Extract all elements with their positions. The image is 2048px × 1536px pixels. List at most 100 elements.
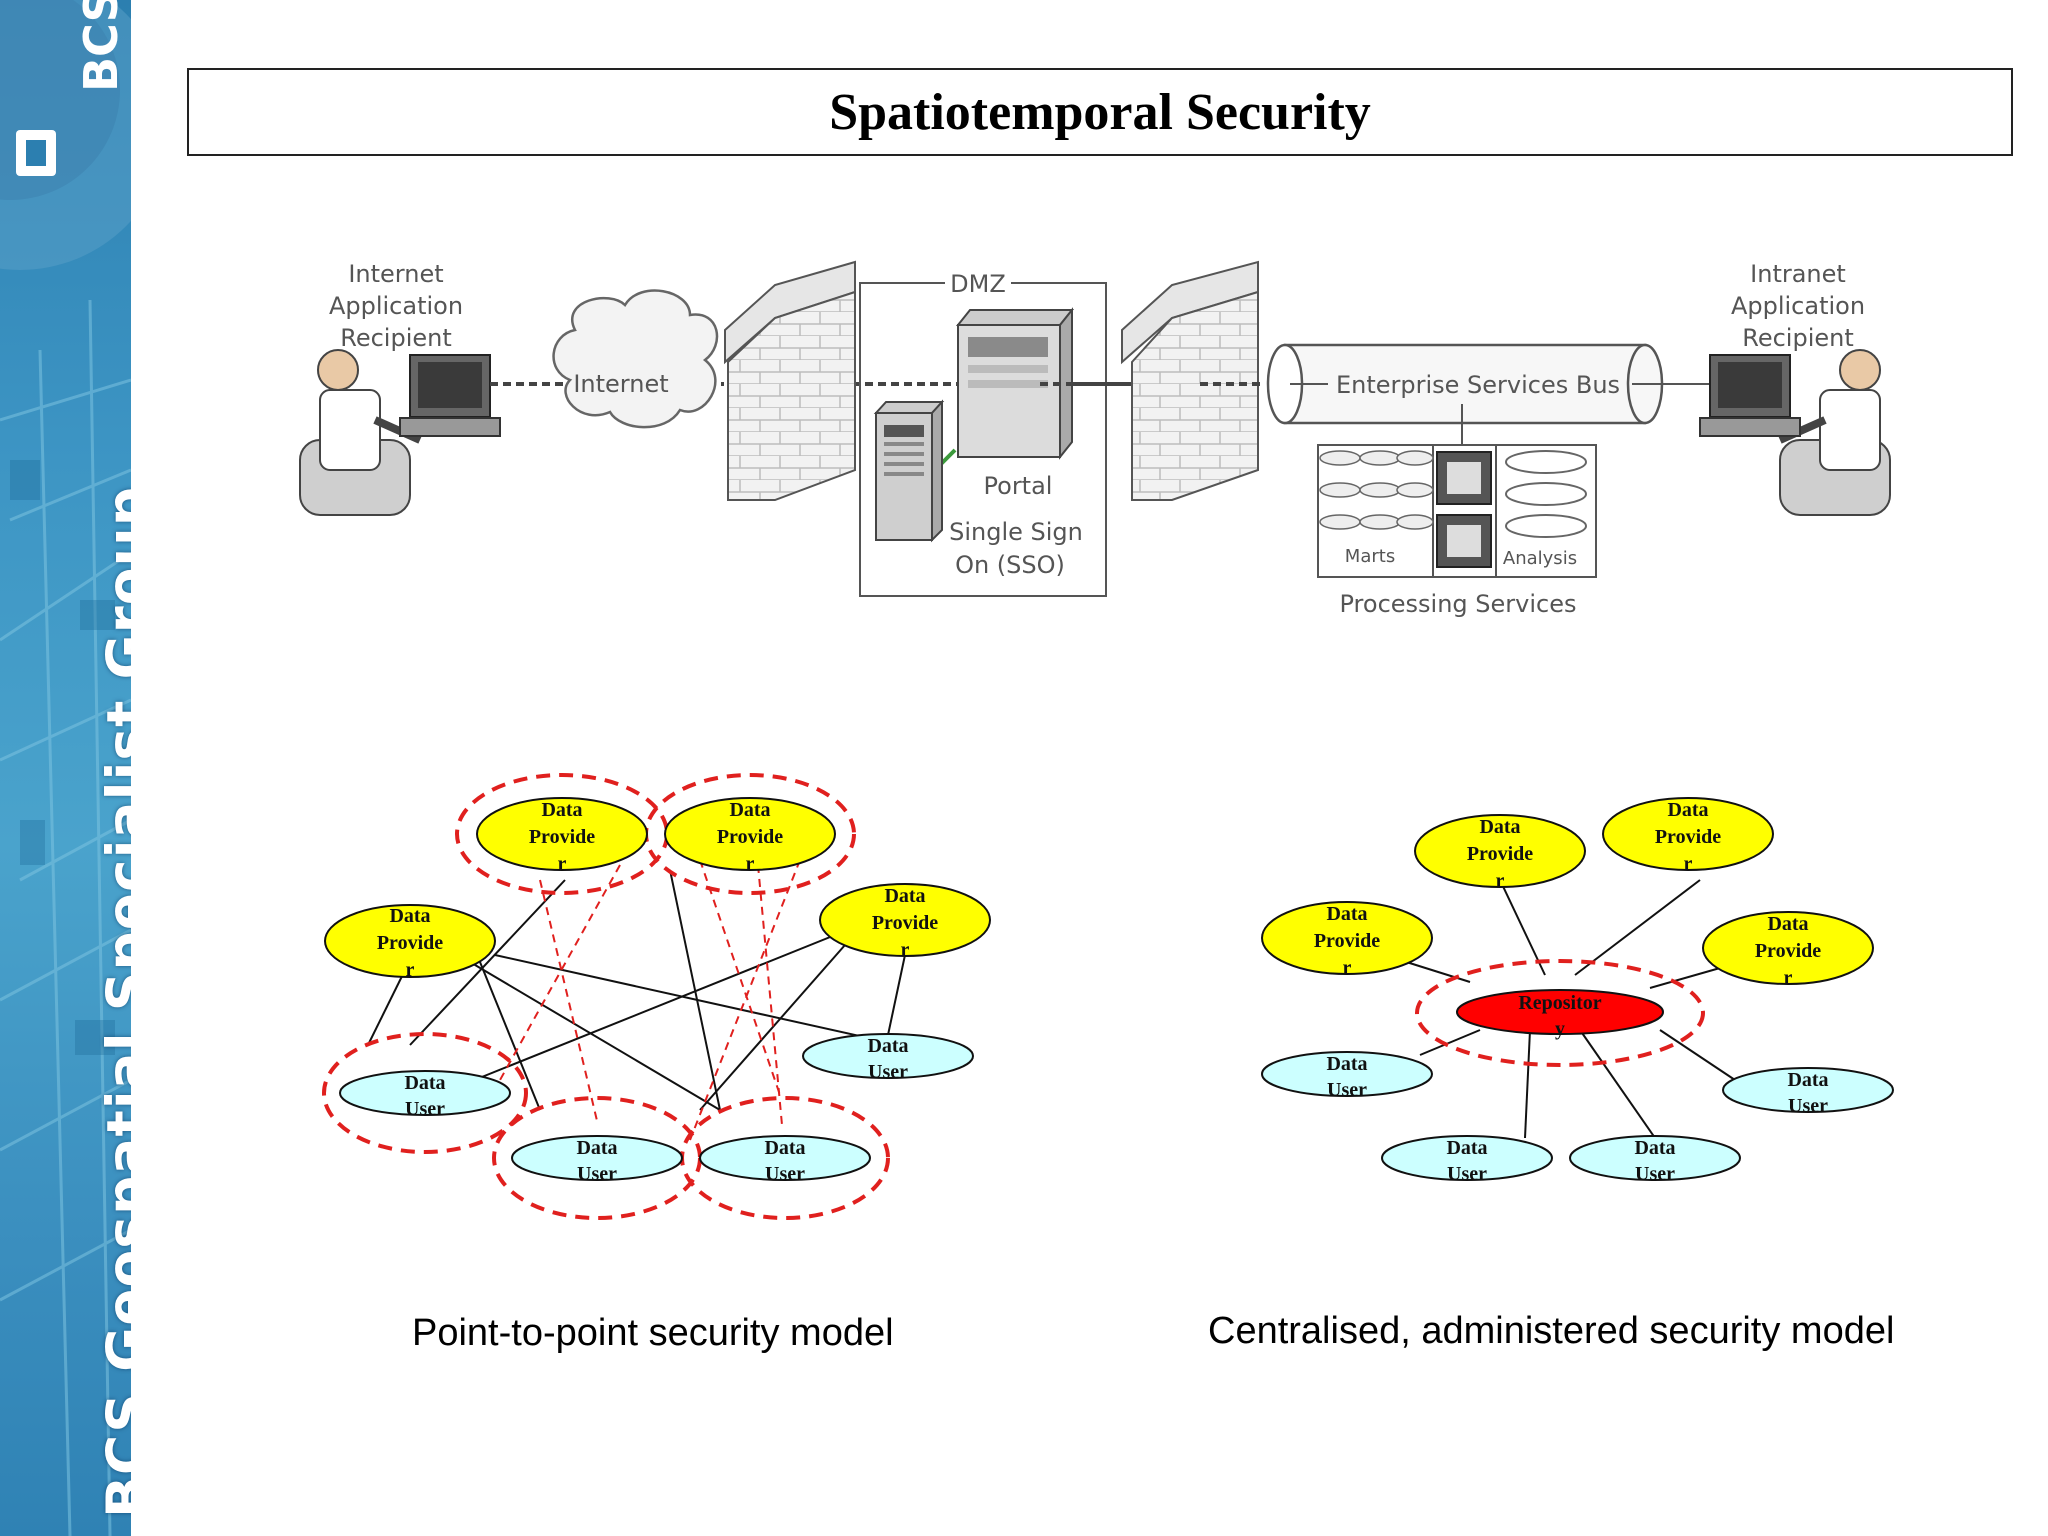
p2p-provider-2-label-3: r — [746, 853, 755, 875]
central-provider-2-label-3: r — [1684, 853, 1693, 875]
processor-chip-icon — [1436, 451, 1492, 568]
p2p-provider-1-label-2: Provide — [529, 826, 595, 848]
central-security-ring — [1415, 959, 1705, 1067]
central-user-3-label-2: User — [1447, 1163, 1487, 1185]
sso-server-icon — [873, 399, 945, 543]
dmz-label: DMZ — [950, 270, 1006, 298]
central-provider-4-label-3: r — [1784, 967, 1793, 989]
marts-label: Marts — [1345, 546, 1395, 567]
central-user-4-label-2: User — [1635, 1163, 1675, 1185]
internet-user-icon — [299, 349, 501, 516]
intranet-recipient-label-3: Recipient — [1742, 324, 1854, 352]
p2p-provider-3-label-2: Provide — [377, 932, 443, 954]
logo-text: BCS — [74, 0, 128, 92]
p2p-provider-3-label-3: r — [406, 959, 415, 981]
p2p-user-2-label-1: Data — [867, 1035, 908, 1057]
p2p-provider-4 — [819, 883, 991, 957]
central-user-2-label-2: User — [1788, 1095, 1828, 1117]
p2p-user-2-label-2: User — [868, 1061, 908, 1083]
central-provider-1-label-1: Data — [1479, 816, 1520, 838]
p2p-provider-4-label-1: Data — [884, 885, 925, 907]
sso-label-1: Single Sign — [949, 518, 1083, 546]
p2p-provider-4-label-2: Provide — [872, 912, 938, 934]
p2p-provider-3 — [324, 904, 496, 978]
central-user-4 — [1569, 1135, 1741, 1181]
p2p-user-3-label-1: Data — [576, 1137, 617, 1159]
sso-label-2: On (SSO) — [955, 551, 1065, 579]
p2p-caption: Point-to-point security model — [412, 1312, 894, 1354]
central-provider-1 — [1414, 814, 1586, 888]
central-provider-3 — [1261, 901, 1433, 975]
p2p-provider-1-label-3: r — [558, 853, 567, 875]
internet-cloud-icon — [552, 289, 719, 429]
sidebar-group-name: BCS Geospatial Specialist Group — [95, 485, 131, 1518]
sidebar: BCS BCS Geospatial Specialist Group — [0, 0, 131, 1536]
p2p-user-4-label-1: Data — [764, 1137, 805, 1159]
internet-recipient-label-2: Application — [329, 292, 463, 320]
bcs-logo: BCS — [12, 0, 128, 180]
slide-title: Spatiotemporal Security — [829, 83, 1371, 141]
p2p-user-4 — [699, 1135, 871, 1181]
central-provider-3-label-2: Provide — [1314, 930, 1380, 952]
analysis-label: Analysis — [1503, 548, 1577, 569]
central-provider-2-label-1: Data — [1667, 799, 1708, 821]
intranet-user-icon — [1699, 349, 1891, 516]
processing-services-box — [1317, 444, 1597, 578]
p2p-provider-2-label-1: Data — [729, 799, 770, 821]
p2p-user-3-label-2: User — [577, 1163, 617, 1185]
esb-label: Enterprise Services Bus — [1336, 371, 1620, 399]
internet-recipient-label-3: Recipient — [340, 324, 452, 352]
p2p-provider-1 — [476, 797, 648, 871]
central-user-2-label-1: Data — [1787, 1069, 1828, 1091]
portal-server-icon — [955, 307, 1075, 460]
central-user-3-label-1: Data — [1446, 1137, 1487, 1159]
repository-label-1: Repositor — [1518, 992, 1601, 1014]
esb-tube — [1266, 343, 1664, 425]
internet-cloud-label: Internet — [573, 370, 668, 398]
central-user-1 — [1261, 1051, 1433, 1097]
central-user-4-label-1: Data — [1634, 1137, 1675, 1159]
p2p-provider-1-label-1: Data — [541, 799, 582, 821]
central-user-1-label-2: User — [1327, 1079, 1367, 1101]
dmz-box — [859, 282, 1107, 597]
central-provider-4 — [1702, 911, 1874, 985]
central-provider-4-label-2: Provide — [1755, 940, 1821, 962]
intranet-recipient-label-1: Intranet — [1750, 260, 1846, 288]
p2p-security-rings — [322, 773, 890, 1220]
central-user-2 — [1722, 1067, 1894, 1113]
p2p-provider-2-label-2: Provide — [717, 826, 783, 848]
internet-recipient-label-1: Internet — [348, 260, 443, 288]
p2p-user-3 — [511, 1135, 683, 1181]
central-provider-1-label-2: Provide — [1467, 843, 1533, 865]
central-caption: Centralised, administered security model — [1208, 1310, 1895, 1352]
central-user-1-label-1: Data — [1326, 1053, 1367, 1075]
p2p-provider-2 — [664, 797, 836, 871]
marts-database-icon — [1319, 450, 1434, 530]
p2p-provider-3-label-1: Data — [389, 905, 430, 927]
central-provider-2 — [1602, 797, 1774, 871]
repository-label-2: y — [1555, 1018, 1565, 1040]
portal-label: Portal — [984, 472, 1053, 500]
p2p-user-1-label-2: User — [405, 1098, 445, 1120]
central-provider-3-label-1: Data — [1326, 903, 1367, 925]
p2p-user-4-label-2: User — [765, 1163, 805, 1185]
p2p-provider-4-label-3: r — [901, 939, 910, 961]
intranet-recipient-label-2: Application — [1731, 292, 1865, 320]
central-provider-4-label-1: Data — [1767, 913, 1808, 935]
firewall-left-icon — [724, 260, 856, 501]
processing-services-label: Processing Services — [1340, 590, 1577, 618]
p2p-user-2 — [802, 1033, 974, 1079]
p2p-user-1 — [339, 1070, 511, 1116]
title-box: Spatiotemporal Security — [187, 68, 2013, 156]
p2p-user-1-label-1: Data — [404, 1072, 445, 1094]
analysis-ellipses-icon — [1505, 450, 1587, 538]
central-user-3 — [1381, 1135, 1553, 1181]
firewall-right-icon — [1121, 260, 1259, 501]
central-repository — [1456, 989, 1664, 1035]
central-provider-3-label-3: r — [1343, 957, 1352, 979]
central-provider-1-label-3: r — [1496, 870, 1505, 892]
central-provider-2-label-2: Provide — [1655, 826, 1721, 848]
